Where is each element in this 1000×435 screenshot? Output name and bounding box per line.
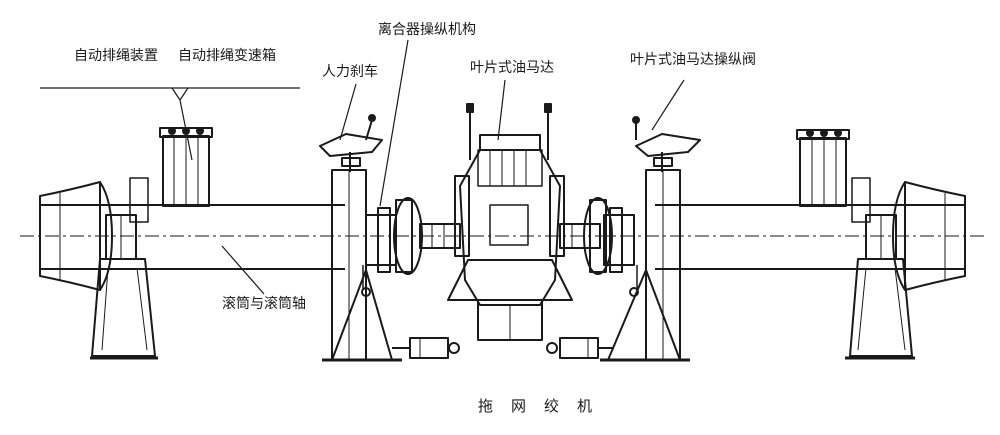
right-cylinder <box>546 337 614 359</box>
drum-leader <box>221 245 265 295</box>
left-drum-bearing-stand <box>90 177 158 360</box>
left-cylinder <box>392 337 460 359</box>
left-warping-head <box>39 181 113 291</box>
main-shaft-left <box>40 204 345 270</box>
diagram-caption: 拖网绞机 <box>478 397 611 415</box>
clutch-leader <box>379 39 409 207</box>
label-auto-rope-gearbox: 自动排绳变速箱 <box>178 48 276 64</box>
valve-leader <box>651 79 685 131</box>
label-drum-and-shaft: 滚筒与滚筒轴 <box>222 296 306 312</box>
label-clutch-control: 离合器操纵机构 <box>378 22 476 38</box>
vane-motor-housing <box>447 103 573 341</box>
right-rope-gearbox <box>796 129 850 207</box>
left-brake-drum <box>361 197 423 297</box>
right-warping-head <box>892 181 966 291</box>
label-vane-motor: 叶片式油马达 <box>470 60 554 76</box>
left-coupling <box>419 223 461 249</box>
label-vane-motor-valve: 叶片式油马达操纵阀 <box>630 52 756 68</box>
bracket-leader <box>40 87 300 161</box>
leader-lines <box>40 39 685 295</box>
label-auto-rope-device: 自动排绳装置 <box>74 48 158 64</box>
left-handwheel <box>319 114 383 172</box>
motor-leader <box>497 79 506 141</box>
right-handwheel <box>632 116 701 172</box>
right-drum-bearing-stand <box>845 177 915 360</box>
brake-leader <box>339 83 357 141</box>
label-manual-brake: 人力刹车 <box>322 64 378 80</box>
main-shaft-right <box>655 204 965 270</box>
left-rope-gearbox <box>159 127 213 207</box>
